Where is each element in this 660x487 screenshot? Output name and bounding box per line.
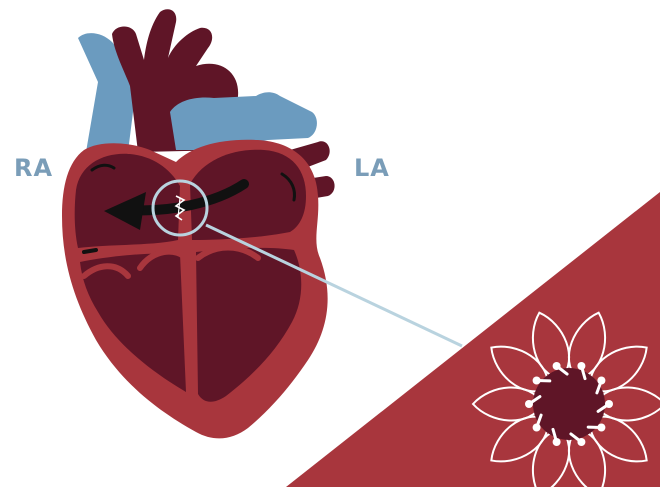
left-atrium-label: LA [354,154,390,182]
right-atrium-label: RA [14,154,53,182]
zoom-panel [286,192,660,487]
occluder-center [533,368,605,440]
atrium-detail-left [84,250,96,252]
